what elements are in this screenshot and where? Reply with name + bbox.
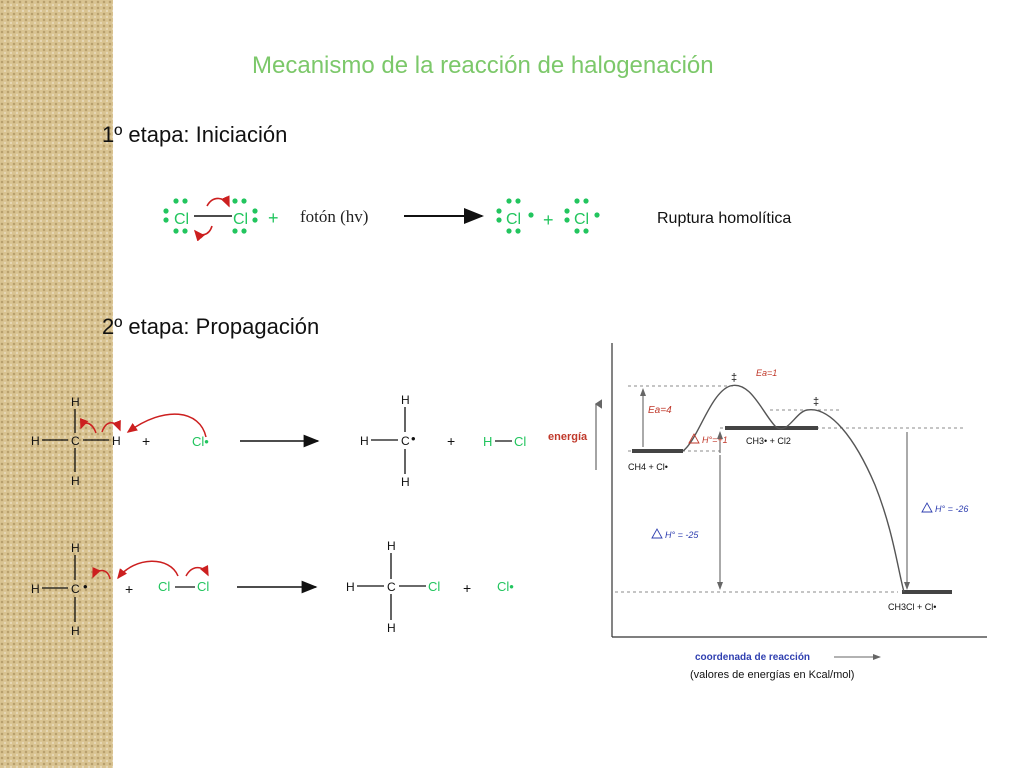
products-label: CH3Cl + Cl• [888,602,936,612]
stage-initiation-heading: 1º etapa: Iniciación [102,122,288,147]
h-atom: H [71,395,80,409]
dh2-label: H° = -26 [935,504,968,514]
cl-atom: Cl [428,579,440,594]
photon-label: fotón (hv) [300,207,368,226]
propagation-step-1: H H C H H + Cl• H H C • H + H Cl [31,393,526,489]
delta-icon [921,502,933,513]
fishhook-arrow [185,564,209,577]
cl-atom-right: Cl [233,211,248,228]
dh-total-label: H° = -25 [665,530,699,540]
ea1-label: Ea=4 [648,405,672,416]
energy-diagram: energía ‡ ‡ Ea=4 Ea=1 H°=+1 [548,343,987,681]
h-atom: H [387,539,396,553]
units-note: (valores de energías en Kcal/mol) [690,669,854,681]
radical-dot: • [411,431,416,446]
cl-radical: Cl• [497,579,514,594]
homolytic-cleavage-note: Ruptura homolítica [657,210,791,227]
h-atom: H [31,434,40,448]
cl-radical-1: Cl [506,211,521,228]
cl-radicals-products: Cl Cl [496,198,600,234]
reaction-energy-curve [682,384,905,593]
transition-state-mark: ‡ [731,372,737,384]
plus-sign: + [125,581,133,597]
cl2-molecule: Cl Cl [163,198,258,234]
h-atom: H [71,624,80,638]
dh-total-label-group: H° = -25 [651,528,699,540]
h-atom: H [112,434,121,448]
x-axis-label: coordenada de reacción [695,652,810,663]
plus-sign: + [543,210,554,230]
cl-atom: Cl [158,579,170,594]
h-atom: H [401,475,410,489]
cl-radical-2: Cl [574,211,589,228]
cl-atom-left: Cl [174,211,189,228]
delta-icon [688,433,700,444]
fishhook-arrow [126,413,207,438]
h-atom: H [346,580,355,594]
dh2-label-group: H° = -26 [921,502,968,514]
fishhook-arrow [92,566,111,580]
reference-lines [615,385,965,593]
stage-propagation-heading: 2º etapa: Propagación [102,314,320,339]
c-atom: C [401,434,410,448]
cl-atom: Cl [197,579,209,594]
transition-state-mark: ‡ [813,396,819,408]
plus-sign: + [268,208,279,228]
fishhook-arrow [79,417,97,434]
decorative-sidebar [0,0,113,768]
reactants-label: CH4 + Cl• [628,462,668,472]
ea2-label: Ea=1 [756,368,777,378]
cl-radical: Cl• [192,434,209,449]
dh1-label-group: H°=+1 [688,433,728,445]
h-atom: H [71,474,80,488]
initiation-equation: Cl Cl + fotón (hv) Cl Cl [163,195,791,242]
slide-title: Mecanismo de la reacción de halogenación [252,52,714,79]
energy-axis-label: energía [548,431,588,443]
h-atom: H [483,434,492,449]
fishhook-arrow [101,419,121,433]
fishhook-arrow-up [206,195,230,208]
dh1-label: H°=+1 [702,435,728,445]
intermediate-label: CH3• + Cl2 [746,436,791,446]
plus-sign: + [142,433,150,449]
propagation-step-2: H H C • H + Cl Cl H H C Cl H + Cl• [31,539,514,638]
c-atom: C [387,580,396,594]
radical-dot: • [83,579,88,594]
delta-icon [651,528,663,539]
h-atom: H [360,434,369,448]
h-atom: H [401,393,410,407]
c-atom: C [71,582,80,596]
h-atom: H [31,582,40,596]
fishhook-arrow [117,560,179,580]
c-atom: C [71,434,80,448]
plus-sign: + [463,580,471,596]
h-atom: H [387,621,396,635]
cl-atom: Cl [514,434,526,449]
plus-sign: + [447,433,455,449]
h-atom: H [71,541,80,555]
fishhook-arrow-down [193,225,213,242]
